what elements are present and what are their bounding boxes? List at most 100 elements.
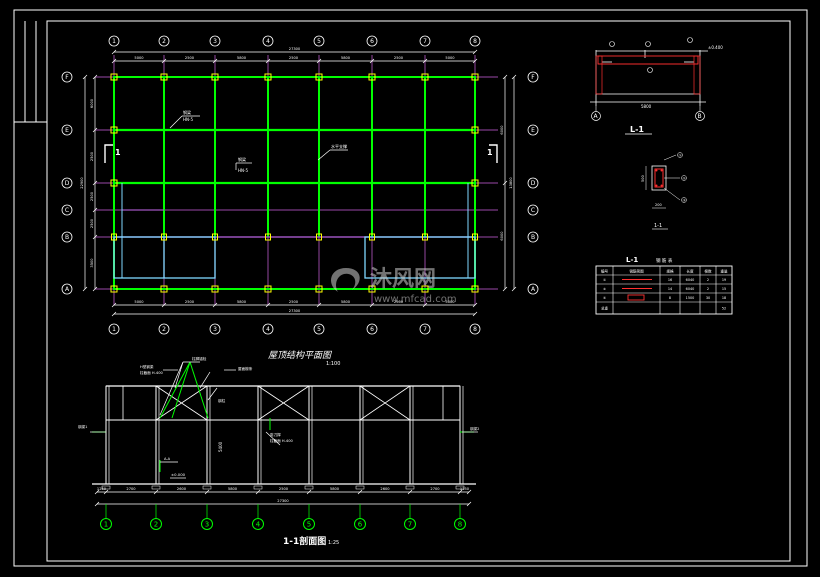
- plan-row-bubble-left: E: [65, 127, 69, 134]
- section-cross-brace: [359, 385, 411, 421]
- table-cell: 52: [722, 307, 726, 311]
- table-cell: 6040: [686, 278, 695, 282]
- dim-tick: [111, 302, 117, 308]
- plan-row-bubble-right: A: [531, 286, 536, 293]
- section-braced-bay: [257, 385, 310, 421]
- plan-col-bubble-bottom-circle: [366, 323, 378, 335]
- table-cell: ①: [603, 278, 606, 282]
- dim-total: 13800: [509, 177, 513, 189]
- plan-row-bubble-left-circle: [61, 231, 73, 243]
- dim-tick: [472, 49, 478, 55]
- dim-tick: [511, 286, 517, 292]
- dim-text: 6000: [500, 231, 504, 241]
- plan-column: [211, 73, 219, 81]
- plan-column: [110, 179, 118, 187]
- dim-tick: [111, 58, 117, 64]
- dim-tick: [466, 489, 472, 495]
- dim-tick: [265, 302, 271, 308]
- callout-purlin: 屋面檩条: [238, 366, 253, 371]
- table-cell: 30: [706, 296, 710, 300]
- dim-text: 2500: [394, 56, 404, 60]
- table-title-suffix: 钢 筋 表: [656, 257, 673, 264]
- dim-text: 2500: [289, 56, 299, 60]
- detail-label-1: ①: [679, 154, 682, 158]
- dim-tick: [92, 286, 98, 292]
- dim-tick: [82, 74, 88, 80]
- table-border: [595, 265, 733, 315]
- plan-row-bubble-left-circle: [61, 124, 73, 136]
- dim-tick: [502, 286, 508, 292]
- table-cell: 6040: [686, 287, 695, 291]
- dim-text: 5800: [237, 56, 247, 60]
- plan-col-bubble-top-circle: [313, 35, 325, 47]
- plan-row-bubble-right-circle: [527, 204, 539, 216]
- plan-row-bubble-left: A: [65, 286, 70, 293]
- dim-text: 1250: [460, 487, 470, 491]
- dim-tick: [502, 74, 508, 80]
- plan-row-bubble-left-circle: [61, 177, 73, 189]
- table-cell: 8: [669, 296, 671, 300]
- dim-tick: [407, 489, 413, 495]
- dim-text: 5000: [445, 56, 455, 60]
- drawing-frame: [13, 9, 808, 567]
- callout-anchor-bolt: 柱脚锚栓: [192, 356, 207, 361]
- table-header: 长度: [686, 269, 694, 274]
- dim-text: 6000: [500, 125, 504, 135]
- callout-h-beam: H型钢梁: [140, 364, 154, 369]
- dim-tick: [472, 58, 478, 64]
- dim-tick: [92, 234, 98, 240]
- plan-row-bubble-left-circle: [61, 71, 73, 83]
- dim-tick: [111, 49, 117, 55]
- dim-tick: [316, 302, 322, 308]
- plan-col-bubble-top-circle: [108, 35, 120, 47]
- plan-column: [316, 233, 322, 241]
- table-grid: [595, 265, 733, 315]
- section-green-leader: [189, 361, 209, 419]
- detail-height: 500: [641, 175, 645, 182]
- plan-col-bubble-top-circle: [366, 35, 378, 47]
- plan-beam-callouts: 钢梁 HN-5 钢梁 HN-5 水平支撑: [169, 109, 348, 173]
- section-axis-circle: [404, 518, 416, 530]
- plan-row-bubble-right: C: [531, 207, 535, 214]
- callout-h-beam-sub: 柱截面 H-400: [140, 370, 163, 375]
- plan-col-bubble-top: 2: [162, 38, 166, 45]
- plan-col-bubble-top-circle: [158, 35, 170, 47]
- section-mark-right: 1: [487, 148, 493, 157]
- section-axis-label: 3: [205, 521, 209, 529]
- dim-text: 2600: [177, 487, 187, 491]
- plan-col-bubble-bottom-circle: [209, 323, 221, 335]
- plan-column: [160, 73, 168, 81]
- section-axis-label: 6: [358, 521, 363, 529]
- plan-col-bubble-top: 3: [213, 38, 217, 45]
- plan-row-bubble-right-circle: [527, 71, 539, 83]
- section-axis-label: 1: [104, 521, 108, 529]
- section-cross-brace: [155, 385, 208, 421]
- plan-col-bubble-top: 5: [317, 38, 321, 45]
- plan-columns: [110, 73, 479, 293]
- dim-tick: [306, 489, 312, 495]
- plan-row-bubble-left-circle: [61, 283, 73, 295]
- plan-col-bubble-bottom: 8: [473, 326, 477, 333]
- dim-tick: [265, 58, 271, 64]
- dim-tick: [255, 489, 261, 495]
- beam-label-2: 钢梁: [238, 156, 246, 162]
- detail-width: 200: [655, 203, 662, 207]
- section-axis-label: 8: [458, 521, 462, 529]
- plan-row-bubble-left: F: [65, 74, 69, 81]
- plan-column: [110, 285, 118, 293]
- beam-elev-axis-b: B: [698, 113, 702, 120]
- beam-label-1-sub: HN-5: [183, 117, 193, 122]
- dim-tick: [94, 501, 100, 507]
- plan-beams: [113, 76, 476, 290]
- dim-text: 5800: [341, 56, 351, 60]
- table-cell: 18: [722, 296, 726, 300]
- watermark-logo-icon: [331, 268, 360, 292]
- dim-tick: [92, 207, 98, 213]
- dim-tick: [92, 74, 98, 80]
- dim-tick: [92, 127, 98, 133]
- plan-row-bubble-right-circle: [527, 124, 539, 136]
- dim-text: 2500: [394, 300, 404, 304]
- section-base-plate: [355, 485, 365, 490]
- section-green-leader: [171, 361, 191, 419]
